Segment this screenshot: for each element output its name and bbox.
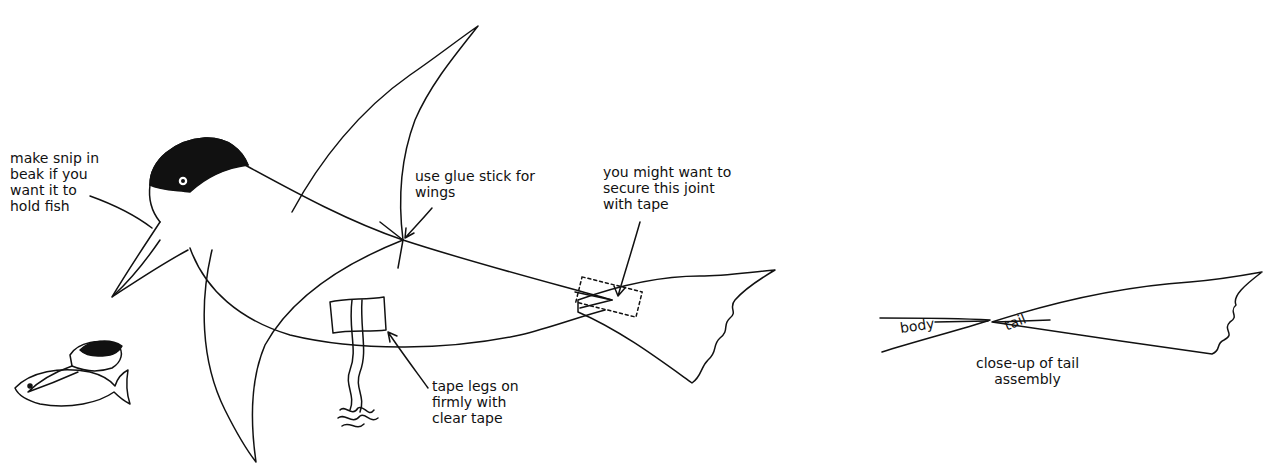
lower-wing bbox=[204, 240, 403, 462]
leader-arrow bbox=[614, 222, 640, 296]
instruction-note: make snip in beak if you want it to hold… bbox=[10, 150, 102, 214]
instruction-note: use glue stick for wings bbox=[415, 168, 555, 200]
eye bbox=[178, 176, 188, 186]
leg-tape bbox=[330, 297, 386, 333]
fish-eye bbox=[28, 384, 32, 388]
leader-line bbox=[90, 196, 152, 228]
small-beak bbox=[28, 366, 78, 392]
part-name: body bbox=[899, 313, 951, 336]
small-head bbox=[70, 342, 121, 371]
closeup-slit bbox=[935, 321, 988, 322]
beak-line bbox=[114, 240, 160, 295]
pupil bbox=[181, 179, 185, 183]
face bbox=[149, 185, 160, 222]
instruction-note: close-up of tail assembly bbox=[965, 355, 1090, 387]
instruction-note: tape legs on firmly with clear tape bbox=[432, 378, 540, 426]
legs bbox=[348, 300, 363, 412]
leader-arrow bbox=[405, 208, 432, 238]
bird-body bbox=[245, 165, 612, 300]
closeup-tail bbox=[992, 272, 1262, 354]
black-cap bbox=[150, 138, 248, 192]
tail-piece bbox=[578, 270, 775, 383]
feet bbox=[338, 407, 378, 427]
wing-fold bbox=[380, 222, 403, 268]
tape-joint bbox=[576, 277, 642, 317]
bird-belly bbox=[190, 248, 605, 347]
beak bbox=[112, 222, 188, 297]
instruction-note: you might want to secure this joint with… bbox=[603, 164, 743, 212]
small-cap bbox=[80, 341, 122, 356]
upper-wing bbox=[292, 26, 478, 240]
leader-arrow bbox=[388, 332, 428, 388]
